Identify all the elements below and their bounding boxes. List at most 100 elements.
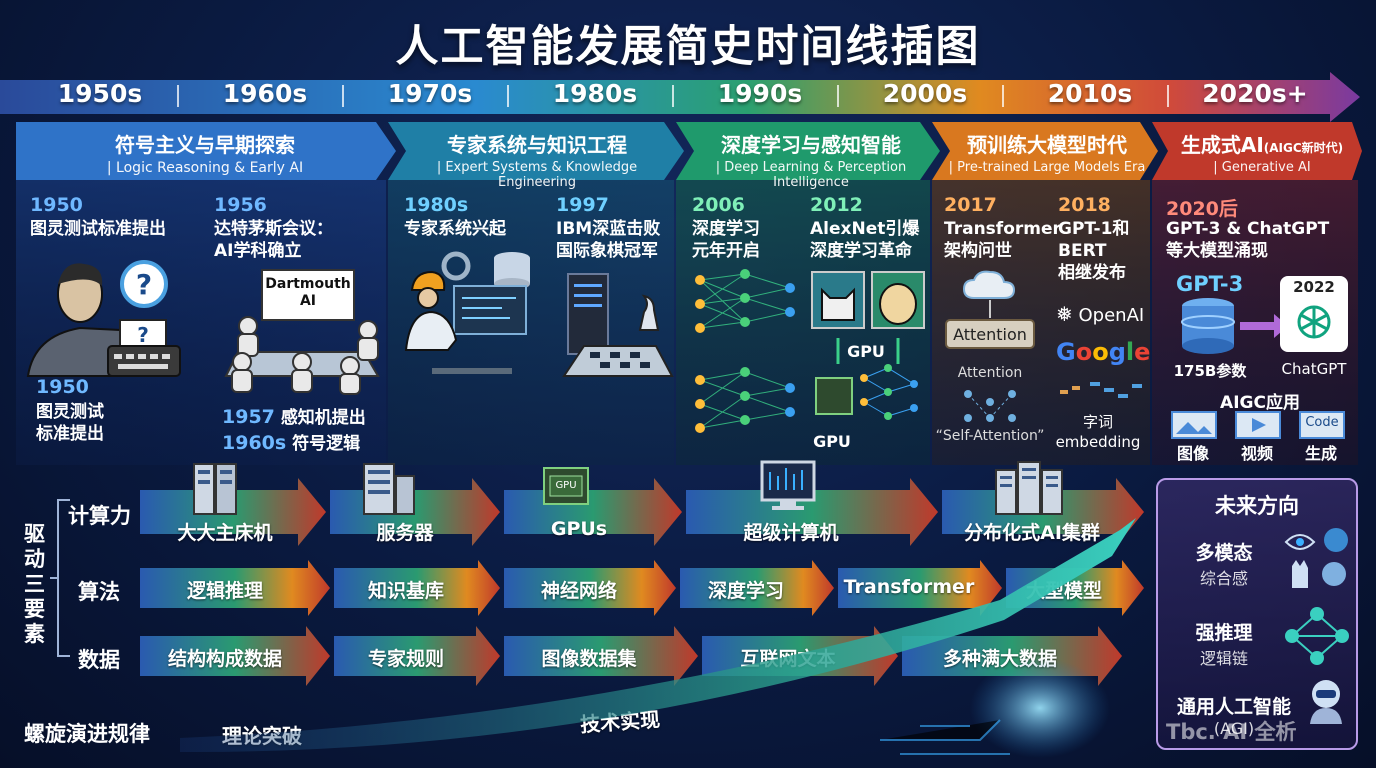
- brain-icon: [970, 658, 1110, 758]
- cloud-icon: [962, 270, 1016, 299]
- event-2012-year: 2012: [810, 194, 863, 216]
- future-item-reasoning-sub: 逻辑链: [1199, 649, 1248, 668]
- self-attention-label: “Self-Attention”: [935, 428, 1045, 444]
- aigc-label: AIGC应用: [1220, 393, 1300, 413]
- decade-tick: [837, 85, 839, 107]
- event-1960s-text: 符号逻辑: [292, 434, 361, 454]
- driver-row-label-2: 数据: [78, 648, 120, 672]
- turing-illustration: ? ?: [26, 260, 181, 377]
- chatgpt-year: 2022: [1293, 278, 1335, 296]
- hand-icon: [1292, 560, 1308, 588]
- decade-label-6: 2010s: [1047, 79, 1133, 108]
- era-4-subtitle: | Pre-trained Large Models Era: [948, 160, 1146, 175]
- decade-tick: [672, 85, 674, 107]
- expert-system-illustration: [404, 251, 530, 374]
- image-icon: [1171, 411, 1217, 439]
- driver-row-label-1: 算法: [78, 580, 120, 604]
- driver-row-label-0: 计算力: [68, 504, 131, 528]
- spiral-evolution-arrow: [180, 518, 1136, 758]
- algorithm-item-4: Transformer: [843, 576, 975, 598]
- future-item-reasoning: 强推理 逻辑链: [1176, 618, 1272, 669]
- event-1956-text: 达特茅斯会议： AI学科确立: [214, 219, 333, 261]
- event-1980s-year: 1980s: [404, 194, 469, 216]
- robot-icon: [1310, 680, 1342, 724]
- decade-label-4: 1990s: [717, 79, 803, 108]
- event-2018-year: 2018: [1058, 194, 1111, 216]
- gpu-label: GPU: [847, 342, 885, 361]
- future-item-multimodal: 多模态 综合感: [1176, 538, 1272, 589]
- era-2-header: 专家系统与知识工程 | Expert Systems & Knowledge E…: [400, 123, 674, 190]
- spiral-evolution-label: 螺旋演进规律: [24, 722, 150, 746]
- future-item-reasoning-main: 强推理: [1195, 622, 1253, 644]
- algorithm-item-1: 知识基库: [367, 580, 444, 602]
- reasoning-graph-icon: [1285, 607, 1349, 665]
- era-3-header: 深度学习与感知智能 | Deep Learning & Perception I…: [686, 123, 936, 190]
- gpt3-label: GPT-3: [1176, 272, 1244, 296]
- event-2020-year: 2020后: [1166, 198, 1238, 220]
- svg-text:?: ?: [137, 323, 149, 347]
- event-1997-year: 1997: [556, 194, 609, 216]
- database-icon: [494, 252, 530, 290]
- attention-box-label: Attention: [953, 325, 1027, 344]
- era-4-title: 预训练大模型时代: [967, 133, 1127, 157]
- dartmouth-illustration: [224, 269, 380, 395]
- dartmouth-board-text: Dartmouth AI: [265, 276, 351, 309]
- data-item-2: 图像数据集: [541, 648, 637, 670]
- gpu-chip-icon: [543, 467, 589, 505]
- aigc-item-image: 图像: [1176, 444, 1209, 463]
- transformer-illustration: [945, 270, 1035, 422]
- event-1960s-year: 1960s: [222, 432, 287, 454]
- event-2006-text: 深度学习 元年开启: [692, 219, 760, 261]
- data-item-0: 结构构成数据: [167, 648, 282, 670]
- decade-tick: [1167, 85, 1169, 107]
- openai-label: OpenAI: [1078, 305, 1145, 326]
- event-1956-year: 1956: [214, 194, 267, 216]
- future-item-multimodal-sub: 综合感: [1199, 569, 1248, 588]
- era-5-title: 生成式AI: [1180, 133, 1264, 157]
- chatgpt-logo-icon: [1297, 305, 1331, 339]
- era-5-subtitle: | Generative AI: [1213, 160, 1311, 175]
- chatgpt-label: ChatGPT: [1281, 360, 1347, 378]
- supercomputer-icon: [760, 460, 816, 510]
- attention-label: Attention: [957, 365, 1023, 381]
- gpu-chip-text: GPU: [555, 480, 577, 491]
- decade-label-7: 2020s+: [1202, 79, 1308, 108]
- algorithm-item-2: 神经网络: [540, 580, 617, 602]
- params-label: 175B参数: [1173, 362, 1247, 380]
- aigc-icons: [1171, 411, 1345, 439]
- deep-blue-illustration: [562, 273, 674, 377]
- era-5-header: 生成式AI(AIGC新时代) | Generative AI: [1164, 123, 1360, 183]
- multimodal-icons: [1284, 528, 1348, 588]
- decade-label-3: 1980s: [552, 79, 638, 108]
- decade-label-0: 1950s: [57, 79, 143, 108]
- neural-network-illustration: [695, 269, 795, 433]
- gpu-chip-icon: [815, 377, 853, 415]
- compute-item-3: 超级计算机: [743, 522, 839, 544]
- data-item-1: 专家规则: [367, 648, 444, 670]
- era-2-subtitle: | Expert Systems & Knowledge Engineering: [436, 160, 638, 190]
- event-2012-text: AlexNet引爆 深度学习革命: [810, 219, 920, 261]
- future-item-agi-sub: (AGI): [1213, 719, 1255, 738]
- future-title: 未来方向: [1215, 494, 1299, 518]
- gear-icon: [441, 251, 471, 281]
- decade-label-5: 2000s: [882, 79, 968, 108]
- decade-tick: [1002, 85, 1004, 107]
- event-1950b-text: 图灵测试 标准提出: [36, 402, 104, 444]
- drivers-side-label: 驱动三要素: [24, 522, 45, 646]
- aigc-item-generate: 生成: [1304, 444, 1337, 463]
- video-icon: [1235, 411, 1281, 439]
- decade-tick: [177, 85, 179, 107]
- page-title: 人工智能发展简史时间线插图: [395, 22, 981, 72]
- decade-tick: [507, 85, 509, 107]
- watermark: Tbc. AI 全析: [1166, 720, 1297, 744]
- decade-tick: [342, 85, 344, 107]
- era-3-title: 深度学习与感知智能: [721, 133, 901, 157]
- event-2018-text: GPT-1和 BERT 相继发布: [1058, 219, 1130, 283]
- era-1-subtitle: | Logic Reasoning & Early AI: [106, 160, 304, 176]
- ear-icon: [1324, 528, 1348, 552]
- compute-item-2: GPUs: [550, 518, 608, 540]
- server-icon: [363, 463, 415, 515]
- future-item-agi: 通用人工智能 (AGI): [1164, 692, 1304, 738]
- era-3-subtitle: | Deep Learning & Perception Intelligenc…: [715, 160, 907, 190]
